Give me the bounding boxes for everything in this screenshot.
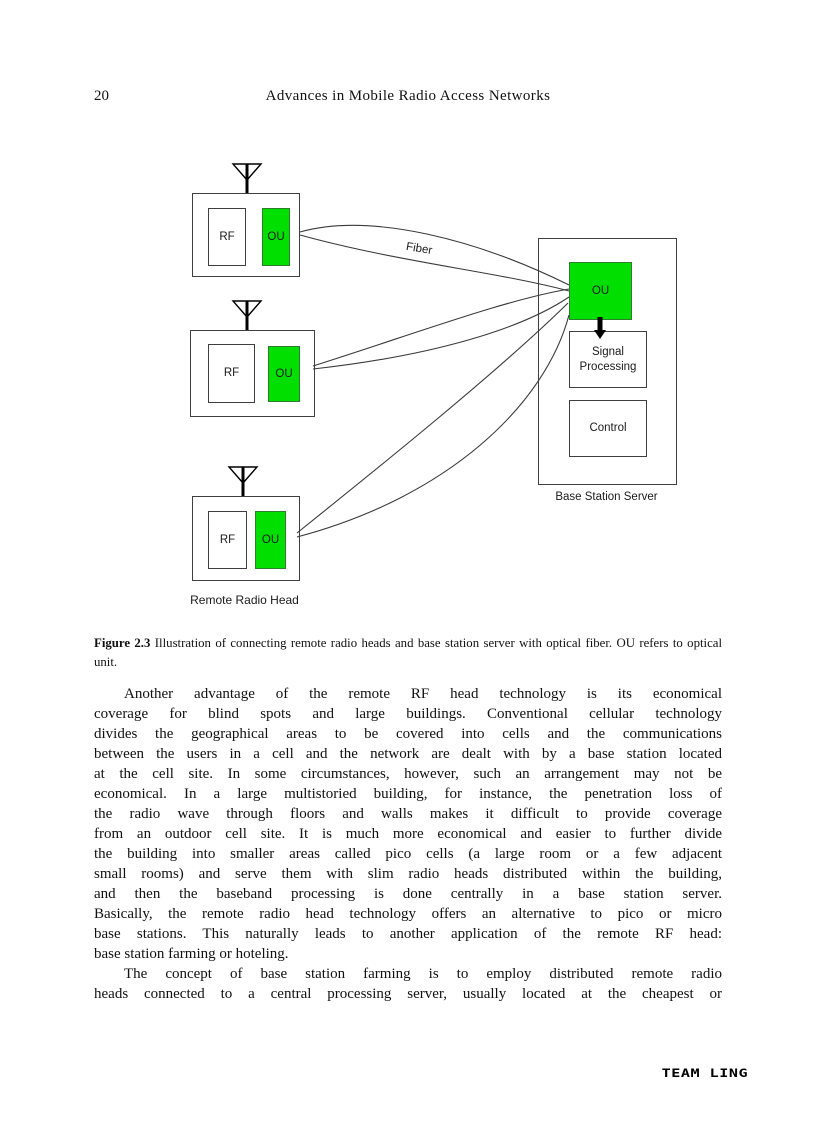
base-station-server: OU Signal Processing Control (538, 238, 677, 485)
body-line: The concept of base station farming is t… (124, 966, 722, 982)
rf-unit-label: RF (223, 367, 240, 380)
optical-unit-label: OU (267, 230, 285, 243)
body-line: divides the geographical areas to be cov… (94, 726, 722, 742)
antenna-icon (231, 163, 263, 193)
optical-unit: OU (569, 262, 632, 320)
antenna-icon (231, 300, 263, 330)
rf-unit-label: RF (219, 230, 235, 243)
remote-radio-head-1: RF OU (192, 193, 300, 277)
control-label: Control (589, 422, 627, 435)
rf-unit: RF (208, 344, 255, 403)
body-text: Another advantage of the remote RF head … (94, 684, 722, 1004)
remote-radio-head-label: Remote Radio Head (190, 593, 299, 607)
fiber-line-top-arc (299, 224, 570, 286)
antenna-icon (227, 466, 259, 496)
signal-processing-unit: Signal Processing (569, 331, 647, 388)
rf-unit: RF (208, 208, 246, 266)
optical-unit-label: OU (261, 533, 280, 546)
figure-caption: Figure 2.3 Illustration of connecting re… (94, 634, 722, 671)
body-line: base stations. This naturally leads to a… (94, 926, 722, 942)
fiber-lines (296, 224, 570, 538)
body-line: at the cell site. In some circumstances,… (94, 766, 722, 782)
body-line: coverage for blind spots and large build… (94, 706, 722, 722)
running-title: Advances in Mobile Radio Access Networks (265, 88, 551, 104)
fiber-label: Fiber (405, 240, 434, 258)
body-line: base station farming or hoteling. (94, 946, 289, 962)
body-line: Another advantage of the remote RF head … (124, 686, 722, 702)
fiber-line-bottom-b (296, 314, 570, 538)
fiber-line-middle-a (312, 288, 570, 367)
optical-unit-label: OU (275, 367, 293, 380)
body-line: small rooms) and serve them with slim ra… (94, 866, 722, 882)
optical-unit: OU (262, 208, 290, 266)
body-line: Basically, the remote radio head technol… (94, 906, 722, 922)
body-line: the building into smaller areas called p… (94, 846, 722, 862)
fiber-line-bottom-a (296, 302, 569, 534)
remote-radio-head-3: RF OU (192, 496, 300, 581)
body-line: heads connected to a central processing … (94, 986, 722, 1002)
body-line: and then the baseband processing is done… (94, 886, 722, 902)
fiber-line-middle-b (312, 296, 570, 370)
rf-unit: RF (208, 511, 247, 569)
body-line: from an outdoor cell site. It is much mo… (94, 826, 722, 842)
body-line: economical. In a large multistoried buil… (94, 786, 722, 802)
team-ling-logo: TEAM LING (661, 1067, 748, 1081)
signal-processing-label: Signal Processing (579, 346, 637, 373)
body-line: the radio wave through floors and walls … (94, 806, 722, 822)
remote-radio-head-2: RF OU (190, 330, 315, 417)
optical-unit-label: OU (591, 284, 610, 297)
base-station-server-label: Base Station Server (555, 491, 658, 503)
optical-unit: OU (268, 346, 300, 402)
fiber-line-top-straight (299, 234, 570, 292)
figure-caption-text: Illustration of connecting remote radio … (94, 636, 723, 669)
body-line: between the users in a cell and the netw… (94, 746, 722, 762)
figure-caption-label: Figure 2.3 (94, 636, 151, 650)
optical-unit: OU (255, 511, 286, 569)
control-unit: Control (569, 400, 647, 457)
page-number: 20 (94, 88, 109, 104)
rf-unit-label: RF (219, 533, 236, 546)
